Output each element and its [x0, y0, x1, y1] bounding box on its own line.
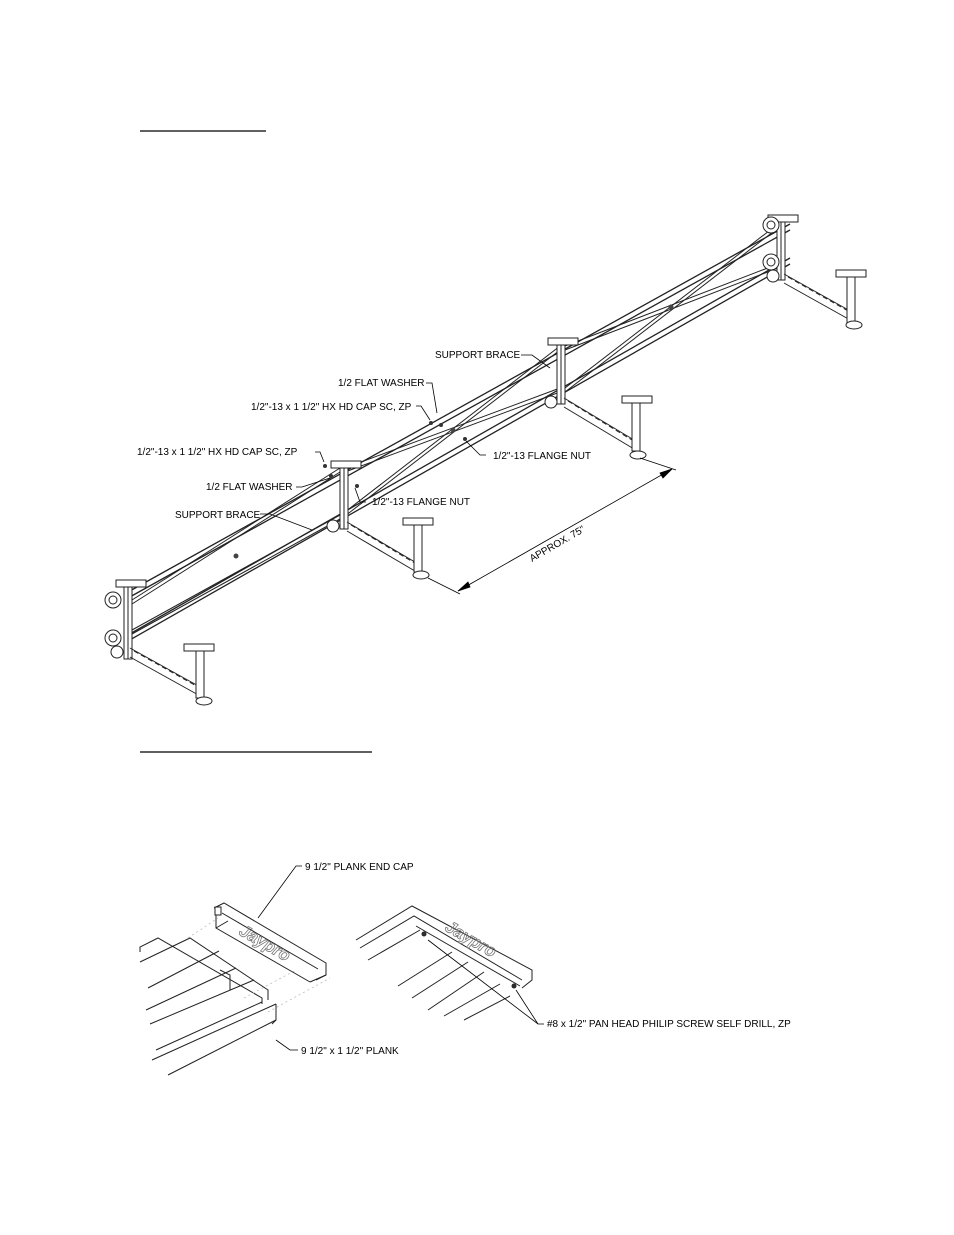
label-flange-nut-upper: 1/2"-13 FLANGE NUT — [493, 451, 591, 462]
label-dimension: APPROX. 75" — [528, 524, 588, 565]
plank-assembly: Jaypro Jaypro — [140, 866, 544, 1075]
plank-leader-lines — [258, 866, 544, 1050]
label-flange-nut-lower: 1/2"-13 FLANGE NUT — [372, 497, 470, 508]
leg-unit-2 — [327, 461, 433, 579]
logo-left: Jaypro — [236, 921, 294, 965]
frame-rails — [128, 224, 790, 641]
label-plank: 9 1/2" x 1 1/2" PLANK — [301, 1046, 399, 1057]
plank-left — [140, 938, 276, 1075]
dimension-line — [428, 458, 676, 594]
plank-labels: 9 1/2" PLANK END CAP 9 1/2" x 1 1/2" PLA… — [301, 862, 791, 1057]
label-flat-washer-upper: 1/2 FLAT WASHER — [338, 378, 425, 389]
brace-bolts — [234, 305, 674, 559]
label-flat-washer-lower: 1/2 FLAT WASHER — [206, 482, 293, 493]
label-end-cap: 9 1/2" PLANK END CAP — [305, 862, 414, 873]
label-cap-screw-upper: 1/2"-13 x 1 1/2" HX HD CAP SC, ZP — [251, 402, 412, 413]
label-support-brace-lower: SUPPORT BRACE — [175, 510, 261, 521]
label-cap-screw-lower: 1/2"-13 x 1 1/2" HX HD CAP SC, ZP — [137, 447, 298, 458]
leg-unit-1 — [105, 580, 214, 705]
leg-unit-3 — [545, 338, 652, 459]
frame-assembly — [105, 215, 866, 705]
end-cap-right — [356, 906, 532, 1020]
label-screw: #8 x 1/2" PAN HEAD PHILIP SCREW SELF DRI… — [547, 1019, 791, 1030]
label-support-brace-upper: SUPPORT BRACE — [435, 350, 521, 361]
logo-right: Jaypro — [442, 917, 500, 961]
leg-unit-4 — [763, 215, 866, 329]
